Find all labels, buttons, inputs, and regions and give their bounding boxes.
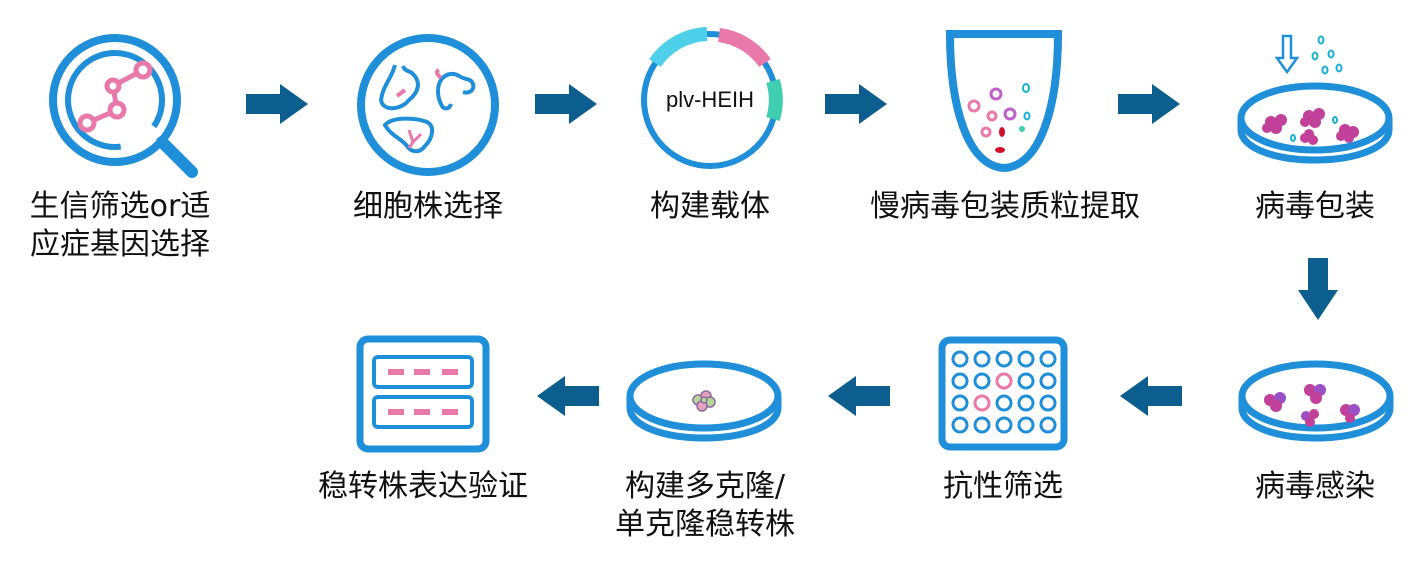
step-label-6: 病毒感染 <box>1255 469 1375 504</box>
petri-dish-clone-icon <box>626 360 782 442</box>
well-plate-icon <box>938 336 1068 451</box>
arrow-right-icon <box>246 84 308 124</box>
step-label-8: 构建多克隆/ 单克隆稳转株 <box>615 469 795 542</box>
petri-dish-infection-icon <box>1238 360 1394 442</box>
arrow-right-icon <box>825 84 887 124</box>
magnifier-graph-icon <box>49 34 198 178</box>
step-label-7: 抗性筛选 <box>943 469 1063 504</box>
step-label-1: 生信筛选or适 应症基因选择 <box>29 189 211 262</box>
organs-icon <box>357 34 499 176</box>
plasmid-name: plv-HEIH <box>665 87 754 112</box>
step-label-9: 稳转株表达验证 <box>318 469 528 504</box>
arrow-right-icon <box>535 84 597 124</box>
step-label-5: 病毒包装 <box>1255 189 1375 224</box>
tube-icon <box>945 30 1063 173</box>
arrow-left-icon <box>1120 376 1182 416</box>
step-label-3: 构建载体 <box>650 189 770 224</box>
step-label-2: 细胞株选择 <box>353 189 503 224</box>
arrow-right-icon <box>1118 84 1180 124</box>
step-label-4: 慢病毒包装质粒提取 <box>870 189 1140 224</box>
arrow-left-icon <box>828 376 890 416</box>
plasmid-icon <box>641 27 783 169</box>
petri-dish-virus-icon <box>1237 34 1393 164</box>
arrow-left-icon <box>537 376 599 416</box>
western-blot-icon <box>356 335 490 453</box>
arrow-down-icon <box>1298 258 1338 320</box>
